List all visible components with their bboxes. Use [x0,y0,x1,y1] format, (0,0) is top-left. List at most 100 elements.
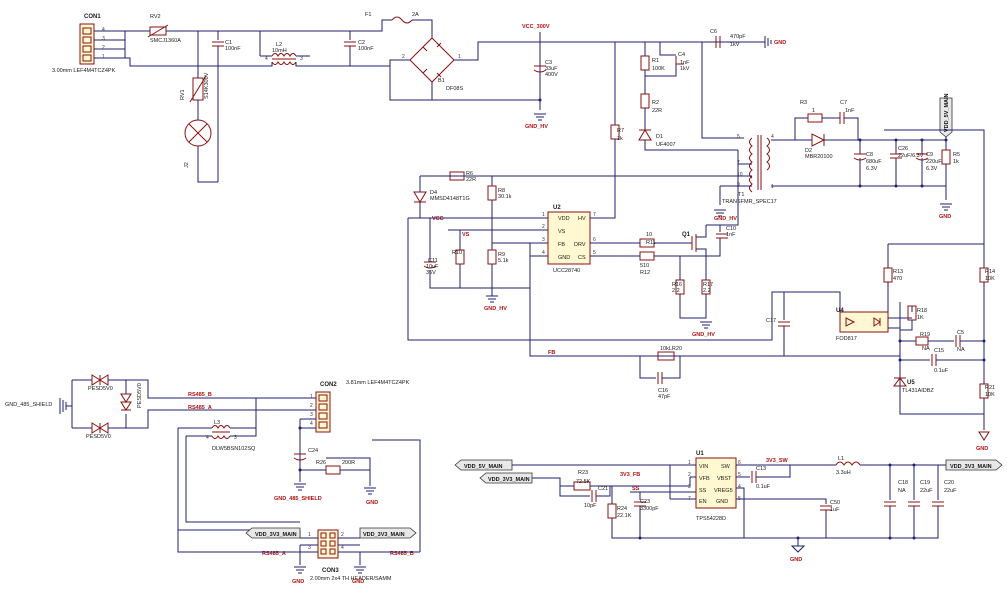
r1-value: 100K [652,66,665,72]
r21-label: R21 [985,385,995,391]
u1-label: U1 [696,451,704,457]
c19-label: C19 [920,480,930,486]
ac-input-section: CON1 3.00mm LEF4M4TCZ4PK 4 3 2 1 RV2 SMC… [52,12,720,183]
rs485-a-label-1: RS485_A [188,405,212,411]
r6-label: R6 [466,171,473,177]
r17-label: R17 [703,282,713,288]
rv2-label: RV2 [150,14,161,20]
c2-value: 100nF [358,46,374,52]
q1-label: Q1 [682,232,691,238]
d2-value: MBR20100 [805,154,833,160]
c50-label: C50 [830,500,840,506]
c21-value: 10pF [584,503,597,509]
con1-connector [79,23,95,65]
c17-label: C17 [766,318,776,324]
gnd-label-6: GND [352,579,364,585]
vdd-3v3-main-port-left: VDD_3V3_MAIN [255,532,297,538]
b1-value: DF08S [446,86,463,92]
r2-value: 22R [652,108,662,114]
svg-text:5: 5 [737,134,740,140]
c13-value: 0.1uF [756,484,771,490]
b1-label: B1 [438,78,445,84]
con1-label: CON1 [84,14,101,20]
r3-label: R3 [800,100,807,106]
d4-label: D4 [430,190,437,196]
r11-value: 10 [646,232,652,238]
u1-pin-en: EN [699,499,707,505]
r10-label: R10 [452,250,462,256]
c8-label: C8 [866,152,873,158]
3v3-fb-label: 3V3_FB [620,472,640,478]
l3-value: DLW5BSN102SQ [212,446,256,452]
f1-value: 2A [412,12,419,18]
c5-value: NA [957,347,965,353]
r7-label: R7 [617,128,624,134]
d6-value: PESD5V0 [137,383,143,408]
u2-pin-vdd: VDD [558,216,570,222]
svg-text:1: 1 [542,212,545,218]
svg-text:5: 5 [593,250,596,256]
con2-desc: 3.81mm LEF4M4TCZ4PK [346,380,410,386]
r7-value: 1k [617,136,623,142]
svg-text:2: 2 [688,472,691,478]
r9-label: R9 [498,252,505,258]
c6-voltage: 1kV [730,42,740,48]
c6-label: C6 [710,29,717,35]
c8-value: 680uF [866,159,882,165]
c23-label: C23 [640,499,650,505]
c3-voltage: 400V [545,72,558,78]
c19-value: 22uF [920,488,933,494]
c20-value: 22uF [944,488,957,494]
r3-value: 1 [812,108,815,114]
r8-value: 30.1k [498,194,512,200]
svg-text:5: 5 [738,472,741,478]
rv1-value: S14K300V [204,72,210,99]
l2-label: L2 [276,42,282,48]
svg-text:1: 1 [688,460,691,466]
r26-label: R26 [316,460,326,466]
svg-text:6: 6 [593,237,596,243]
u5-value: TL431AIDBZ [902,388,934,394]
r17-value: 2.2 [703,288,711,294]
d7-value: PESD5V0 [86,434,111,440]
c21-label: C21 [598,486,608,492]
con2-label: CON2 [320,382,337,388]
gnd-hv-label-1: GND_HV [525,124,548,130]
c5-label: C5 [957,330,964,336]
svg-text:7: 7 [688,496,691,502]
c1-label: C1 [225,40,232,46]
r23-value: 72.5K [576,479,591,485]
d5-value: PESD5V0 [88,386,113,392]
con3-header [317,529,339,559]
vdd-5v-main-port-top: VDD_5V_MAIN [944,93,950,132]
r24-label: R24 [617,506,627,512]
c7-label: C7 [840,100,847,106]
svg-text:4: 4 [265,56,268,62]
c16-value: 47pF [658,394,671,400]
c24-label: C24 [308,448,318,454]
3v3-sw-label: 3V3_SW [766,458,789,464]
svg-text:2: 2 [102,45,105,51]
r16-label: R16 [672,282,682,288]
r12-label: R12 [640,270,650,276]
u2-pin-gnd: GND [558,255,570,261]
r21-value: 10K [985,392,995,398]
rv2-value: SMCJ1360A [150,38,181,44]
u2-value: UCC28740 [553,268,580,274]
d4-value: MMSD4148T1G [430,196,470,202]
c13-label: C13 [756,466,766,472]
fb-net-label: FB [548,350,555,356]
svg-text:3: 3 [300,56,303,62]
u1-pin-vbst: VBST [717,476,732,482]
c1-value: 100nF [225,46,241,52]
c11-label: C11 [428,258,438,264]
r9-value: 5.1k [498,258,509,264]
con3-label: CON3 [322,568,339,574]
svg-text:10: 10 [737,172,743,178]
svg-text:3: 3 [310,412,313,418]
u4-optocoupler [839,311,889,333]
svg-text:1: 1 [310,394,313,400]
svg-text:4: 4 [310,421,313,427]
r24-value: 22.1K [617,513,632,519]
r5-value: 1k [953,159,959,165]
